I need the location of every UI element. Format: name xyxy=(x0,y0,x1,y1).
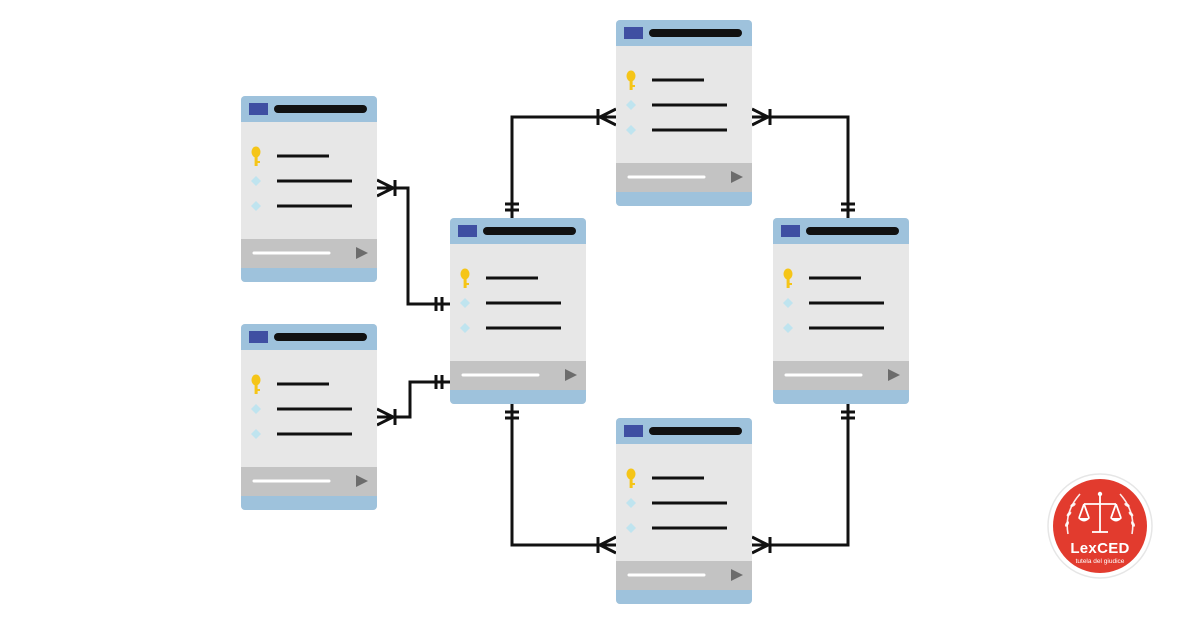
lexced-logo: LexCED tutela del giudice xyxy=(1046,472,1154,580)
many-marker xyxy=(376,186,394,198)
table-bottom-left xyxy=(241,324,377,510)
key-icon xyxy=(251,146,261,166)
play-triangle-icon xyxy=(731,569,743,581)
diamond-icon xyxy=(626,523,636,533)
play-triangle-icon xyxy=(888,369,900,381)
table-body xyxy=(450,218,586,404)
table-icon xyxy=(624,425,643,437)
table-icon xyxy=(249,331,268,343)
table-top-left xyxy=(241,96,377,282)
relationship-lines xyxy=(376,107,855,555)
many-marker xyxy=(599,535,617,547)
many-marker xyxy=(599,543,617,555)
table-icon xyxy=(624,27,643,39)
relationship-top-left-center xyxy=(376,178,450,311)
key-icon xyxy=(626,468,636,488)
connector-line xyxy=(377,380,450,419)
key-icon xyxy=(251,374,261,394)
play-triangle-icon xyxy=(356,247,368,259)
many-marker xyxy=(376,415,394,427)
diamond-icon xyxy=(626,498,636,508)
table-bottom xyxy=(616,418,752,604)
table-bottom-band xyxy=(450,390,586,404)
table-right xyxy=(773,218,909,404)
connector-line xyxy=(377,186,450,306)
table-top xyxy=(616,20,752,206)
diamond-icon xyxy=(251,429,261,439)
table-body xyxy=(773,218,909,404)
many-marker xyxy=(376,178,394,190)
many-marker xyxy=(751,543,769,555)
diamond-icon xyxy=(251,201,261,211)
table-icon xyxy=(458,225,477,237)
relationship-center-top xyxy=(505,107,617,218)
logo-brand: LexCED xyxy=(1070,540,1130,557)
many-marker xyxy=(751,115,769,127)
table-body xyxy=(616,20,752,206)
relationship-bottom-left-center xyxy=(376,375,450,427)
relationship-top-right xyxy=(751,107,855,218)
key-icon xyxy=(783,268,793,288)
play-triangle-icon xyxy=(565,369,577,381)
logo-tagline: tutela del giudice xyxy=(1075,558,1125,565)
diamond-icon xyxy=(783,298,793,308)
diamond-icon xyxy=(251,176,261,186)
connector-line xyxy=(752,115,850,218)
many-marker xyxy=(751,107,769,119)
table-bottom-band xyxy=(616,590,752,604)
connector-line xyxy=(752,404,850,547)
table-body xyxy=(241,96,377,282)
many-marker xyxy=(599,107,617,119)
table-icon xyxy=(249,103,268,115)
table-bottom-band xyxy=(241,496,377,510)
relationship-center-bottom xyxy=(505,404,617,555)
many-marker xyxy=(376,407,394,419)
table-bottom-band xyxy=(241,268,377,282)
table-bottom-band xyxy=(616,192,752,206)
diamond-icon xyxy=(251,404,261,414)
play-triangle-icon xyxy=(731,171,743,183)
table-center xyxy=(450,218,586,404)
diamond-icon xyxy=(626,100,636,110)
key-icon xyxy=(460,268,470,288)
diamond-icon xyxy=(783,323,793,333)
connector-line xyxy=(510,115,616,218)
table-body xyxy=(241,324,377,510)
many-marker xyxy=(751,535,769,547)
table-icon xyxy=(781,225,800,237)
key-icon xyxy=(626,70,636,90)
diamond-icon xyxy=(626,125,636,135)
diamond-icon xyxy=(460,323,470,333)
connector-line xyxy=(510,404,616,547)
relationship-bottom-right xyxy=(751,404,855,555)
table-body xyxy=(616,418,752,604)
tables-layer xyxy=(241,20,909,604)
diamond-icon xyxy=(460,298,470,308)
scales-of-justice-icon xyxy=(1047,473,1153,579)
table-bottom-band xyxy=(773,390,909,404)
many-marker xyxy=(599,115,617,127)
play-triangle-icon xyxy=(356,475,368,487)
